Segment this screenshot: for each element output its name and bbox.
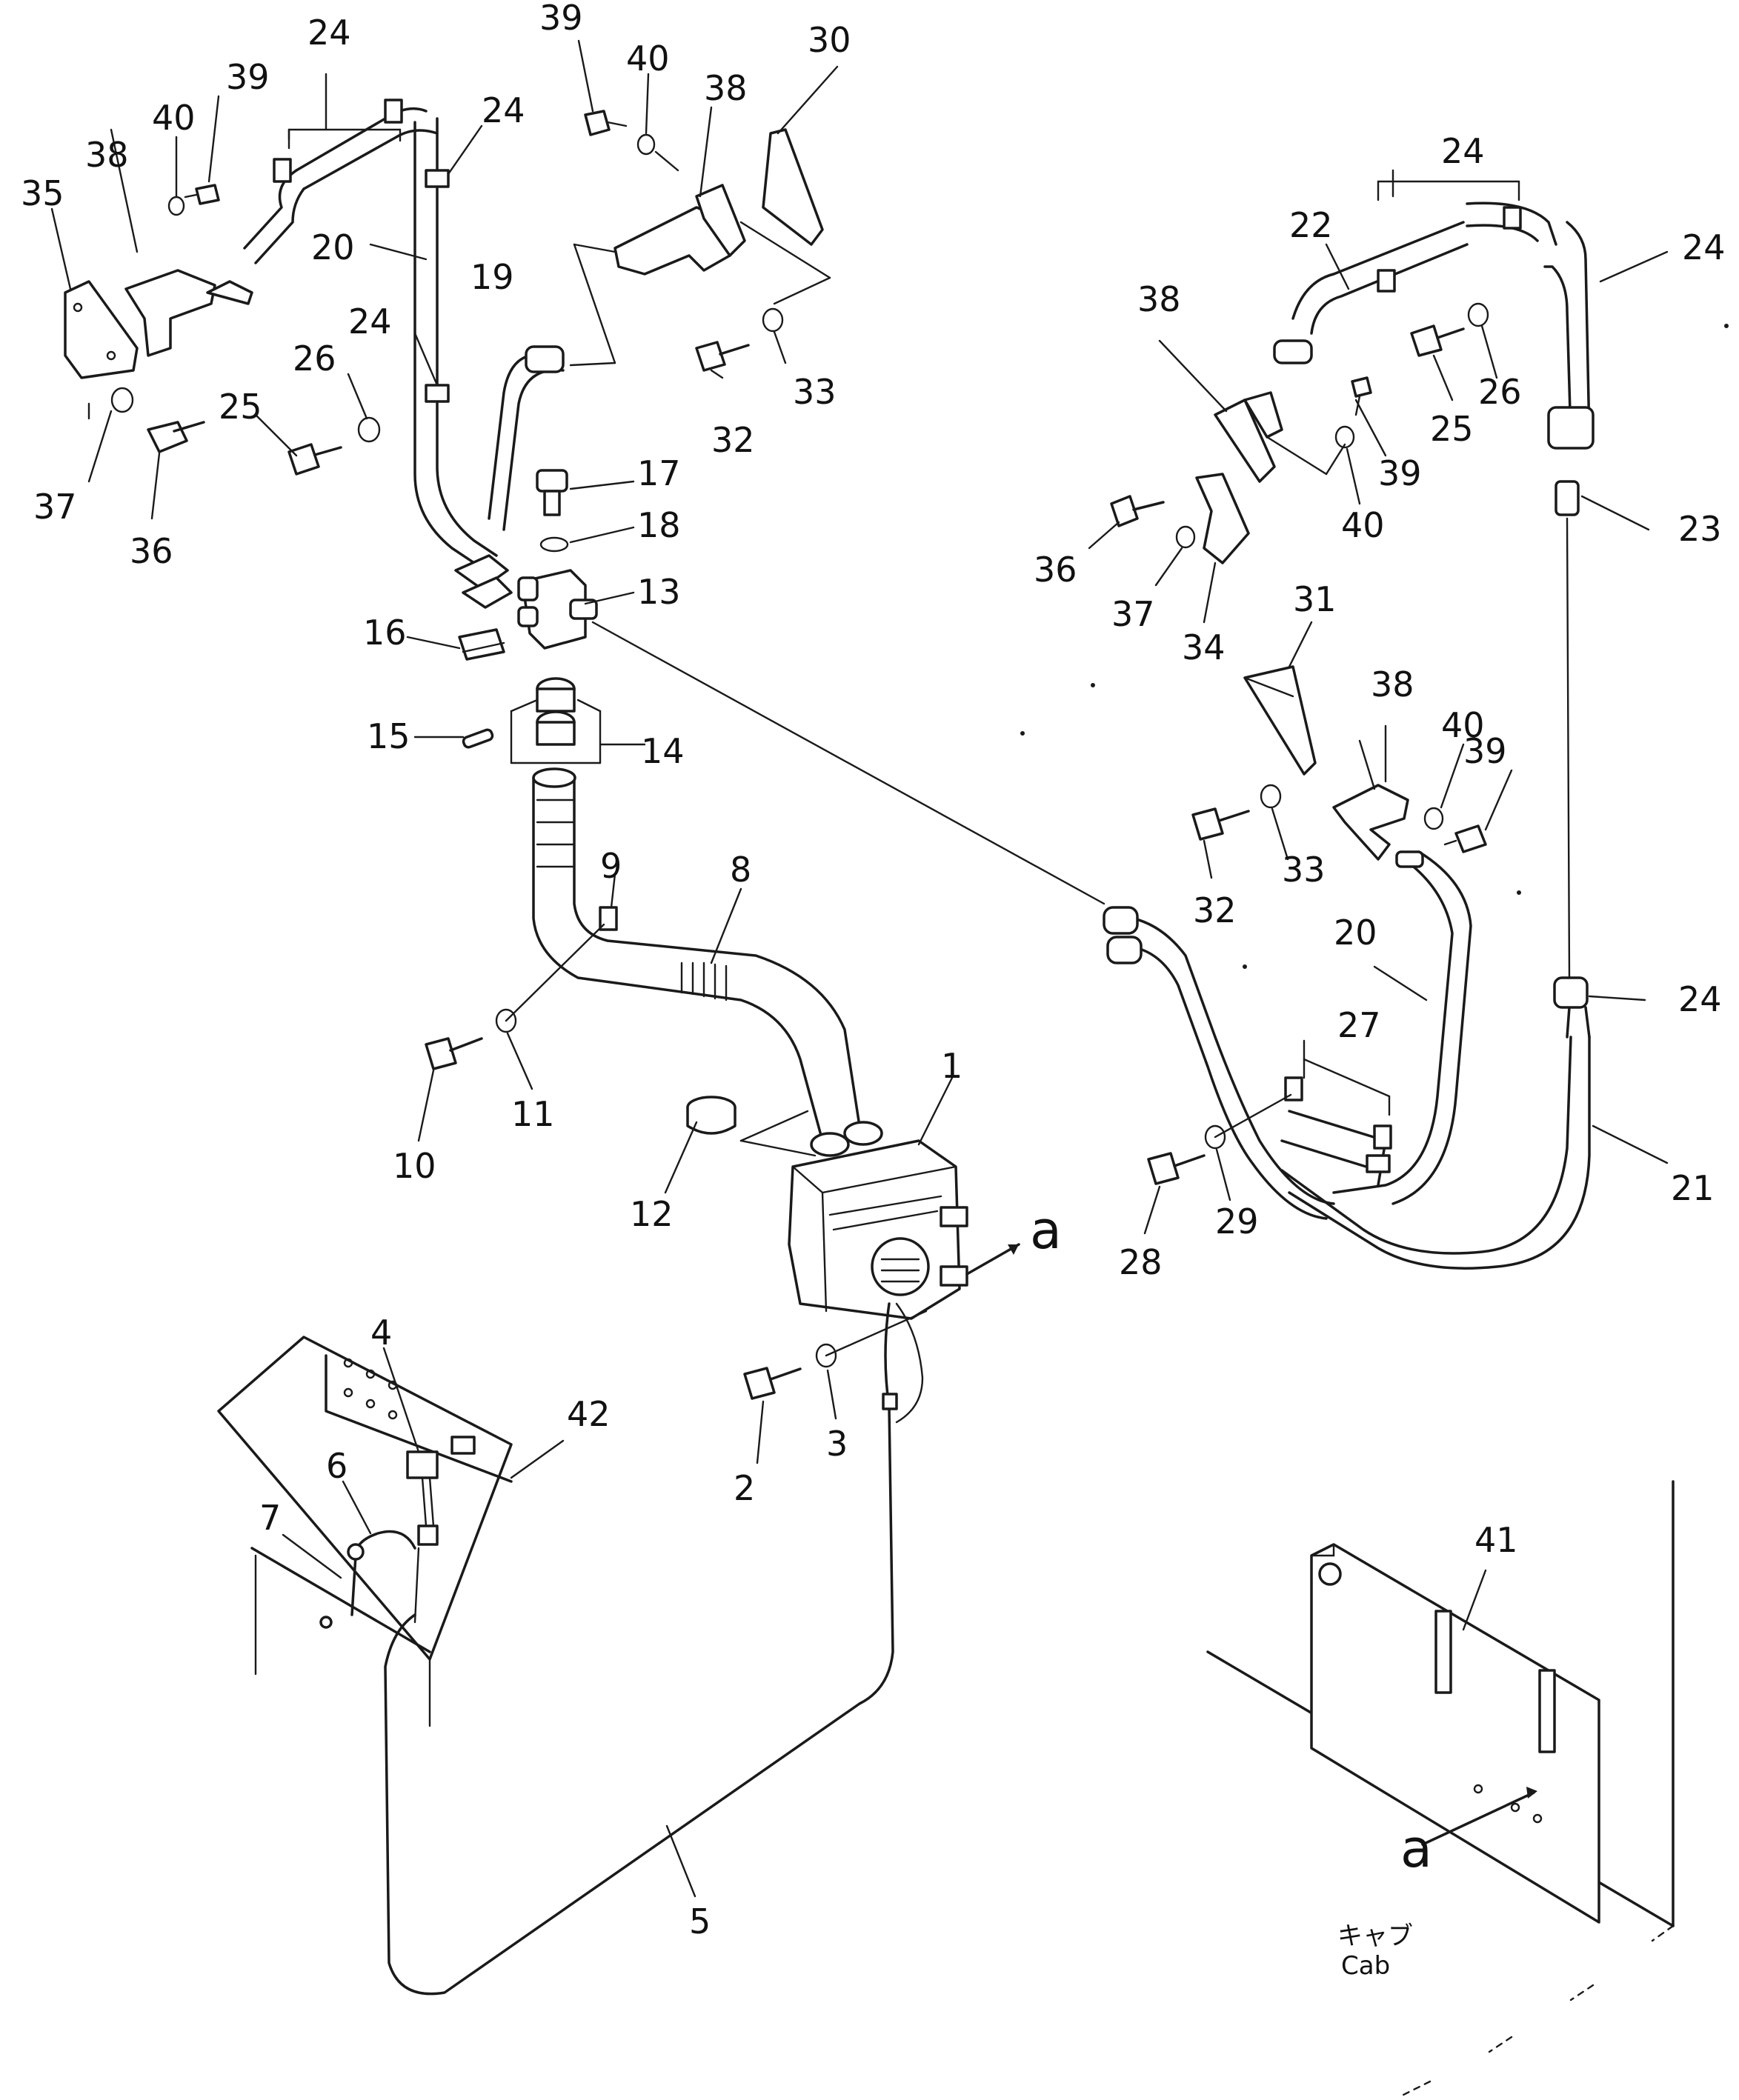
- callout-25-right: 25: [1430, 409, 1474, 449]
- callout-8: 8: [730, 850, 751, 890]
- connection-mark-a-cab: a: [1400, 1819, 1432, 1879]
- callout-17: 17: [637, 453, 681, 493]
- connection-mark-a-heater: a: [1030, 1200, 1062, 1261]
- switch-panel: [217, 1336, 565, 1727]
- callout-5: 5: [689, 1901, 711, 1941]
- callout-38-center: 38: [704, 68, 748, 108]
- callout-24-right-top: 24: [1441, 131, 1485, 171]
- callout-20-right: 20: [1334, 913, 1377, 953]
- callout-31: 31: [1293, 579, 1337, 619]
- valve-assembly: [406, 469, 646, 764]
- callout-14: 14: [641, 731, 685, 771]
- callout-9: 9: [600, 846, 622, 886]
- callout-29: 29: [1215, 1201, 1259, 1241]
- callout-16: 16: [363, 613, 407, 653]
- callout-34: 34: [1182, 627, 1226, 667]
- wire-harness: [384, 1302, 924, 1996]
- callout-42: 42: [567, 1394, 611, 1434]
- callout-24-right-side: 24: [1682, 227, 1726, 267]
- callout-28: 28: [1119, 1242, 1163, 1282]
- callout-24-left-top: 24: [307, 13, 351, 53]
- callout-3: 3: [826, 1424, 848, 1464]
- callout-39-right-lower: 39: [1463, 731, 1507, 771]
- callout-39-left: 39: [226, 57, 270, 97]
- right-piping: [1088, 169, 1669, 1270]
- callout-20-left: 20: [311, 227, 355, 267]
- callout-27: 27: [1337, 1005, 1381, 1045]
- callout-10: 10: [393, 1146, 436, 1186]
- callout-33-left: 33: [793, 372, 837, 412]
- callout-26-left: 26: [293, 339, 336, 379]
- callout-39-center: 39: [539, 0, 583, 38]
- callout-30: 30: [808, 20, 851, 60]
- cab-label-japanese: キャブ: [1337, 1921, 1413, 1951]
- callout-24-left-clamp: 24: [482, 90, 525, 130]
- callout-26-right: 26: [1478, 372, 1522, 412]
- center-upper-parts: [569, 39, 839, 379]
- callout-18: 18: [637, 505, 681, 545]
- assembly-connection-line: [591, 621, 1105, 905]
- callout-4: 4: [370, 1313, 392, 1353]
- callout-38-right-lower: 38: [1371, 664, 1414, 704]
- callout-32-left: 32: [711, 420, 755, 460]
- callout-41: 41: [1474, 1520, 1518, 1560]
- duct-hose: [417, 767, 861, 1142]
- callout-38-left: 38: [85, 135, 129, 175]
- callout-24-right-low: 24: [1678, 979, 1722, 1019]
- callout-25-left: 25: [219, 387, 262, 427]
- callout-35: 35: [21, 173, 64, 213]
- callout-33-right: 33: [1282, 850, 1326, 890]
- left-upper-piping: [50, 73, 565, 564]
- callout-2: 2: [734, 1468, 755, 1508]
- callout-11: 11: [511, 1094, 555, 1134]
- callout-19: 19: [471, 257, 514, 297]
- callout-36-right: 36: [1034, 550, 1077, 590]
- callout-39-right-upper: 39: [1378, 453, 1422, 493]
- callout-labels: 1 2 3 4 5 6 7 8 9 10 11 12 13 14 15 16 1…: [21, 0, 1726, 1981]
- callout-24-left-lower: 24: [348, 301, 392, 341]
- callout-15: 15: [367, 716, 410, 756]
- callout-40-right-lower: 40: [1441, 705, 1485, 745]
- callout-12: 12: [630, 1194, 674, 1234]
- callout-37-right: 37: [1111, 594, 1155, 634]
- callout-40-right-upper: 40: [1341, 505, 1385, 545]
- cab-panel: [1206, 1480, 1675, 2098]
- callout-21: 21: [1671, 1168, 1715, 1208]
- scan-specks: [1020, 324, 1729, 969]
- callout-38-right-upper: 38: [1137, 279, 1181, 319]
- cab-label-english: Cab: [1341, 1951, 1390, 1981]
- callout-40-center: 40: [626, 39, 670, 79]
- heater-unit: [664, 1076, 1020, 1464]
- callout-6: 6: [326, 1446, 348, 1486]
- callout-36-left: 36: [130, 531, 173, 571]
- callout-32-right: 32: [1193, 890, 1237, 930]
- callout-7: 7: [259, 1498, 281, 1538]
- callout-1: 1: [941, 1046, 962, 1086]
- callout-23: 23: [1678, 509, 1722, 549]
- callout-22: 22: [1289, 205, 1333, 245]
- callout-13: 13: [637, 572, 681, 612]
- callout-37-left: 37: [33, 487, 77, 527]
- callout-40-left: 40: [152, 98, 196, 138]
